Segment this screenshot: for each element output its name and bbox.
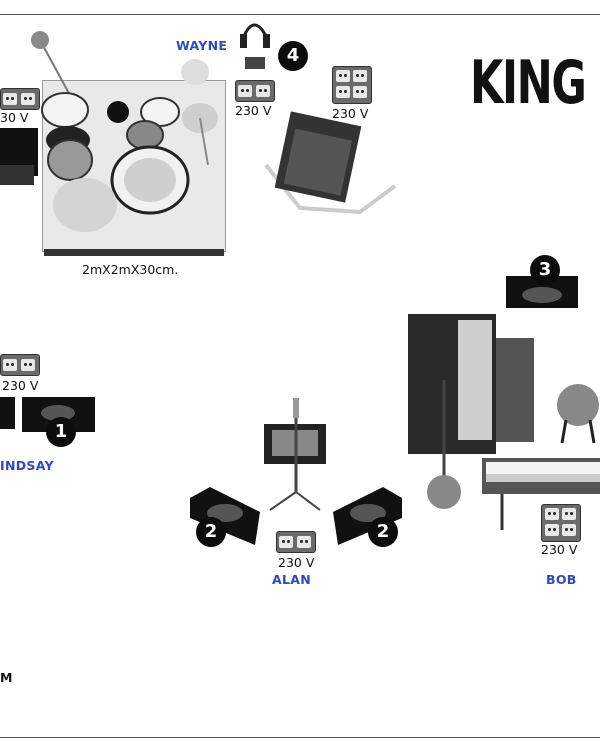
power-outlet-icon [541,504,581,542]
organ-icon [408,314,534,509]
vocal-mic-stand-icon [264,398,326,511]
band-logo: KING [470,48,587,118]
monitor-2-right-badge: 2 [368,517,398,547]
keyboard-icon [482,458,600,530]
voltage-label: 230 V [278,555,315,570]
musician-alan: ALAN [272,572,311,587]
musician-bob: BOB [546,572,577,587]
musician-wayne: WAYNE [176,38,228,53]
drum-riser-base [44,249,224,256]
power-outlet-icon [235,80,275,102]
keyboard-stool-icon [557,384,599,444]
power-outlet-icon [332,66,372,104]
voltage-label: 230 V [332,106,369,121]
stage-frame [0,14,600,738]
headphones-icon [240,23,270,69]
monitor-2-left-badge: 2 [196,517,226,547]
drum-kit-icon [31,31,218,232]
musician-lindsay: INDSAY [0,458,54,473]
guitar-amp-icon [264,111,397,215]
power-outlet-icon [0,354,40,376]
monitor-3-badge: 3 [530,255,560,285]
corner-text: M [0,670,13,685]
power-outlet-icon [276,531,316,553]
monitor-wedge-1 [0,397,95,432]
monitor-1-badge: 1 [46,417,76,447]
power-outlet-icon [0,88,40,110]
voltage-label: 230 V [2,378,39,393]
monitor-4-badge: 4 [278,41,308,71]
voltage-label: 30 V [0,110,29,125]
drum-riser-label: 2mX2mX30cm. [82,262,179,277]
voltage-label: 230 V [541,542,578,557]
voltage-label: 230 V [235,103,272,118]
bass-amp-icon [0,128,38,185]
